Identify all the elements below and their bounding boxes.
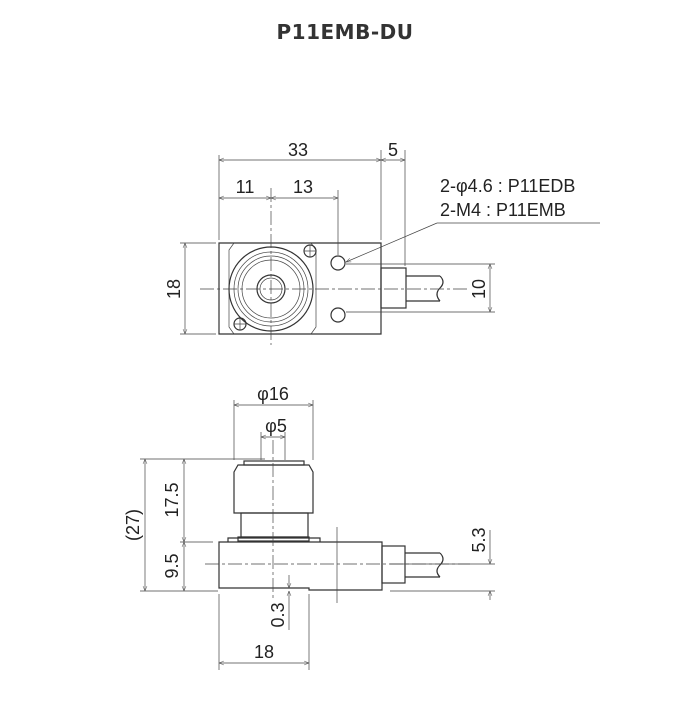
- side-cable: [405, 552, 444, 578]
- dim-18-width: 18: [254, 642, 274, 662]
- screw-icon: [303, 244, 317, 258]
- side-body: [218, 541, 383, 591]
- screw-icon: [233, 317, 247, 331]
- dim-10: 10: [469, 279, 489, 299]
- mount-hole: [330, 307, 346, 323]
- note-edb: 2-φ4.6 : P11EDB: [440, 176, 575, 196]
- dim-9-5: 9.5: [162, 553, 182, 578]
- neck: [240, 512, 309, 538]
- dim-phi5: φ5: [265, 416, 287, 436]
- dim-0-3: 0.3: [268, 602, 288, 627]
- sensor-head: [233, 464, 314, 514]
- dim-5-3: 5.3: [469, 527, 489, 552]
- side-connector: [381, 545, 406, 584]
- dim-33: 33: [288, 140, 308, 160]
- drawing-title: P11EMB-DU: [276, 20, 414, 44]
- dim-13: 13: [293, 177, 313, 197]
- top-body: [218, 242, 382, 335]
- side-view: φ16 φ5 (27) 17.5 9.5 5.3 0.3 18: [123, 384, 495, 670]
- dim-27: (27): [123, 509, 143, 541]
- dim-5: 5: [388, 140, 398, 160]
- dim-phi16: φ16: [257, 384, 289, 404]
- dim-18-height: 18: [164, 279, 184, 299]
- dim-17-5: 17.5: [162, 482, 182, 517]
- note-emb: 2-M4 : P11EMB: [440, 200, 566, 220]
- dim-11: 11: [236, 177, 255, 197]
- top-view: 33 5 11 13 18 10 2-φ4.6 : P11EDB 2-M4 : …: [164, 140, 600, 345]
- connector: [380, 267, 407, 309]
- cable: [406, 275, 444, 302]
- mount-hole: [330, 255, 346, 271]
